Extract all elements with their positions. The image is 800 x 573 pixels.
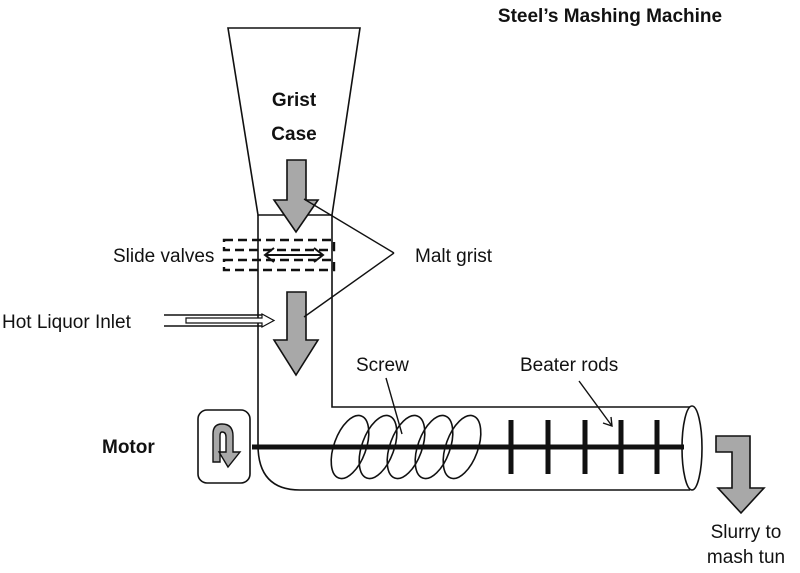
diagram-title: Steel’s Mashing Machine <box>498 6 722 27</box>
slide-valve-arrow-head-left <box>263 247 275 263</box>
malt-grist-label: Malt grist <box>415 246 493 267</box>
beater-rods-label: Beater rods <box>520 355 618 376</box>
grist-case-label-line1: Grist <box>272 90 317 111</box>
malt-grist-arrow-upper <box>272 159 320 234</box>
slurry-label-line2: mash tun <box>707 547 785 568</box>
beater-rods-pointer-head <box>602 416 613 428</box>
screw-pointer <box>385 377 403 435</box>
malt-grist-arrow-lower <box>272 291 320 377</box>
barrel-end-cap <box>681 405 703 491</box>
screw-label: Screw <box>356 355 409 376</box>
motor-rotation-icon <box>212 423 242 469</box>
beater-rods-pointer <box>578 380 613 427</box>
screw-flight <box>358 414 398 480</box>
screw-flight <box>330 414 370 480</box>
slurry-outlet-arrow <box>715 435 766 515</box>
beater-rods <box>508 420 660 474</box>
grist-case-label-line2: Case <box>271 124 316 145</box>
screw-flight <box>414 414 454 480</box>
screw-flights <box>330 414 482 480</box>
malt-grist-pointer-lower <box>303 252 395 318</box>
hot-liquor-arrow <box>185 312 276 329</box>
slide-valve-upper <box>222 238 336 252</box>
machine-body-outline-inner <box>331 215 690 408</box>
slide-valve-lower <box>222 258 336 272</box>
hot-liquor-inlet-label: Hot Liquor Inlet <box>2 312 132 333</box>
motor-label: Motor <box>102 437 155 458</box>
slide-valve-arrow-head-right <box>313 247 325 263</box>
motor-box <box>197 409 251 484</box>
screw-flight <box>442 414 482 480</box>
slurry-label-line1: Slurry to <box>711 522 782 543</box>
malt-grist-pointer-upper <box>303 198 395 254</box>
slide-valves-label: Slide valves <box>113 246 214 267</box>
screw-flight <box>386 414 426 480</box>
